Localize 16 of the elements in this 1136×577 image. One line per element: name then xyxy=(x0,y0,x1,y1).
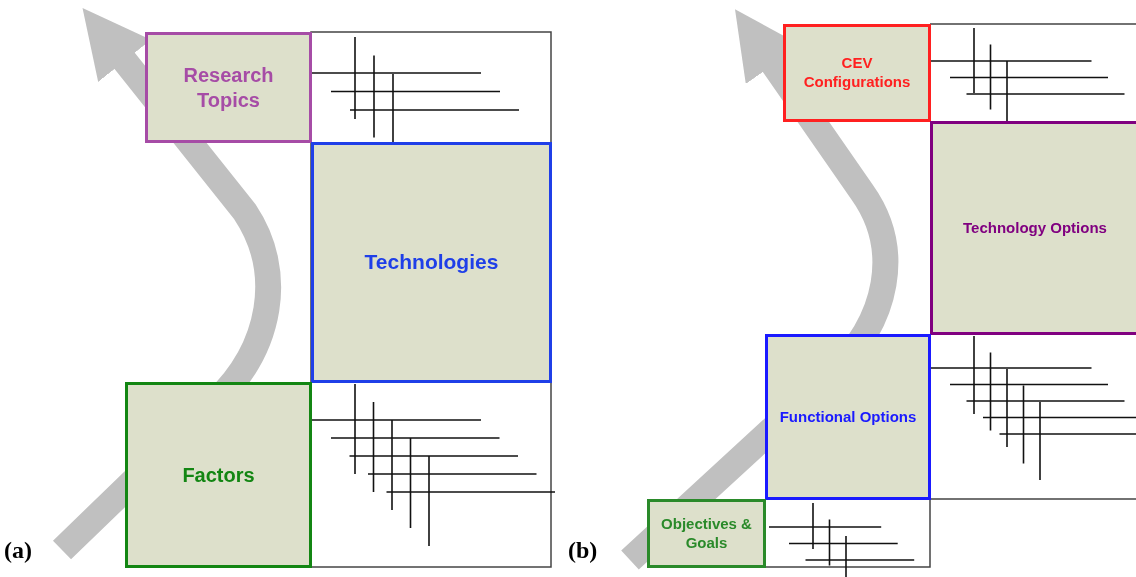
box-label: Technology Options xyxy=(963,218,1107,238)
matrix-box xyxy=(145,32,312,143)
matrix-box xyxy=(783,24,931,122)
matrix-box xyxy=(647,499,766,568)
box-label: Research Topics xyxy=(182,62,275,113)
matrix-box xyxy=(765,334,931,500)
panel-label: (a) xyxy=(4,536,32,565)
matrix-box xyxy=(930,121,1136,335)
panel-label: (b) xyxy=(568,536,598,565)
box-label: Objectives & Goals xyxy=(660,514,753,553)
box-label: Technologies xyxy=(364,249,499,276)
box-label: Factors xyxy=(182,462,255,488)
matrix-box xyxy=(311,142,552,383)
box-label: CEV Configurations xyxy=(802,54,912,92)
matrix-box xyxy=(125,382,312,568)
box-label: Functional Options xyxy=(779,407,917,427)
